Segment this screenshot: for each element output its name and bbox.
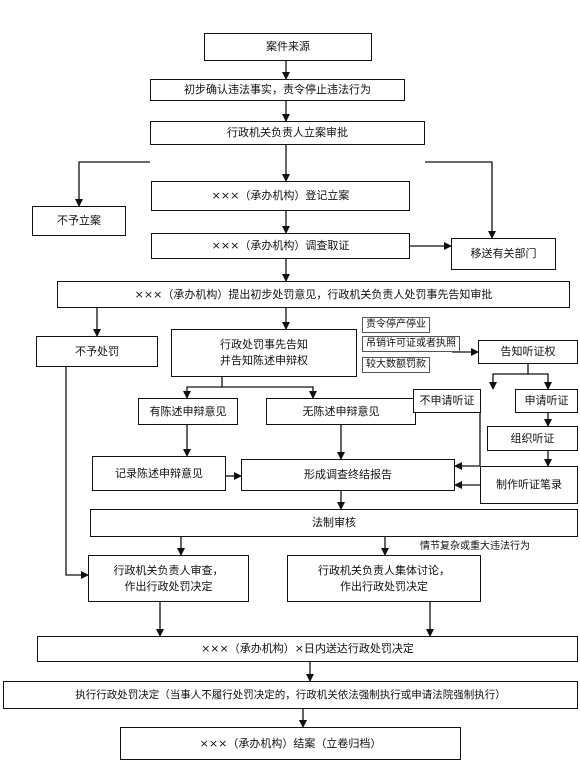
node-no-statement: 无陈述申辩意见 — [266, 398, 416, 425]
node-approve-filing: 行政机关负责人立案审批 — [150, 121, 425, 145]
node-hearing-record: 制作听证笔录 — [480, 466, 578, 504]
node-initial-opinion: ×××（承办机构）提出初步处罚意见，行政机关负责人处罚事先告知审批 — [57, 281, 570, 308]
node-no-filing: 不予立案 — [32, 206, 126, 236]
node-prior-notice: 行政处罚事先告知 并告知陈述申辩权 — [171, 329, 357, 377]
node-organize-hearing: 组织听证 — [487, 426, 578, 451]
node-notify-hearing: 告知听证权 — [478, 340, 578, 364]
note-complex-case: 情节复杂或重大违法行为 — [420, 541, 530, 552]
node-collective: 行政机关负责人集体讨论， 作出行政处罚决定 — [287, 555, 481, 602]
node-head-review: 行政机关负责人审查， 作出行政处罚决定 — [88, 555, 249, 602]
node-deliver: ×××（承办机构）×日内送达行政处罚决定 — [37, 636, 578, 662]
node-execute: 执行行政处罚决定（当事人不履行处罚决定的，行政机关依法强制执行或申请法院强制执行… — [3, 681, 578, 709]
node-case-source: 案件来源 — [204, 33, 372, 61]
node-record-statement: 记录陈述申辩意见 — [92, 456, 226, 491]
node-no-penalty: 不予处罚 — [36, 336, 158, 367]
node-no-hearing-request: 不申请听证 — [413, 389, 481, 413]
node-transfer: 移送有关部门 — [451, 238, 556, 270]
node-investigate: ×××（承办机构）调查取证 — [151, 233, 410, 259]
node-legal-review: 法制审核 — [90, 509, 578, 537]
node-register: ×××（承办机构）登记立案 — [151, 181, 410, 211]
node-hearing-request: 申请听证 — [515, 389, 578, 413]
note-large-fine: 较大数额罚款 — [362, 357, 430, 373]
note-revoke-license: 吊销许可证或者执照 — [362, 336, 460, 352]
note-order-stop: 责令停产停业 — [362, 317, 430, 333]
node-final-report: 形成调查终结报告 — [241, 459, 455, 491]
node-close-case: ×××（承办机构）结案（立卷归档） — [120, 727, 461, 760]
node-preliminary: 初步确认违法事实，责令停止违法行为 — [150, 79, 405, 101]
node-with-statement: 有陈述申辩意见 — [138, 398, 238, 425]
